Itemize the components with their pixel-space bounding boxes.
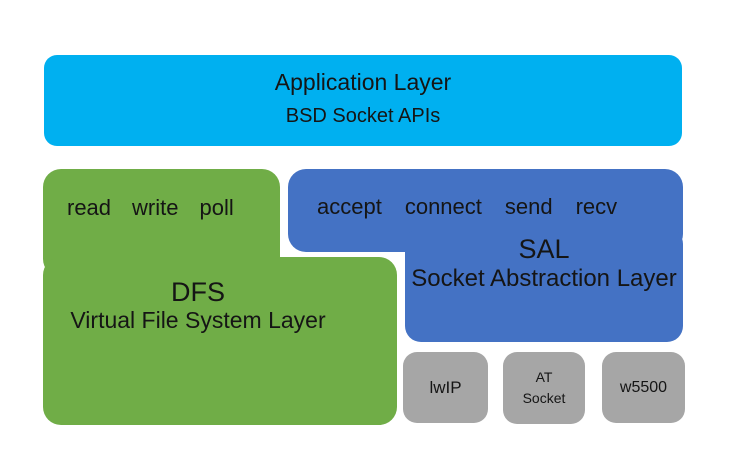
stack-label-at-socket: AT Socket — [522, 369, 566, 406]
api-label-accept: accept — [317, 194, 382, 219]
sal-layer-title: SAL — [518, 234, 570, 264]
dfs-layer-subtitle: Virtual File System Layer — [70, 307, 326, 333]
dfs-title-block: DFS Virtual File System Layer — [43, 278, 353, 334]
sal-api-row: accept connect send recv — [317, 195, 617, 218]
api-label-send: send — [504, 194, 553, 219]
stack-label-lwip: lwIP — [429, 378, 462, 397]
api-label-recv: recv — [575, 194, 618, 219]
dfs-api-row: read write poll — [67, 196, 234, 219]
api-label-read: read — [67, 195, 112, 220]
stack-box-at-socket: AT Socket — [503, 352, 585, 424]
api-label-connect: connect — [404, 194, 482, 219]
sal-layer-shape-bottom — [405, 228, 683, 342]
sal-layer-subtitle: Socket Abstraction Layer — [411, 265, 677, 292]
stack-box-w5500: w5500 — [602, 352, 685, 423]
dfs-layer-title: DFS — [171, 277, 225, 307]
dfs-layer-shape-bottom — [43, 257, 397, 425]
application-layer-box: Application Layer BSD Socket APIs — [44, 55, 682, 146]
sal-title-block: SAL Socket Abstraction Layer — [405, 234, 683, 294]
api-label-write: write — [132, 195, 179, 220]
stack-label-w5500: w5500 — [619, 379, 668, 396]
api-label-poll: poll — [199, 195, 234, 220]
application-layer-title: Application Layer — [274, 69, 452, 95]
bsd-socket-apis-subtitle: BSD Socket APIs — [285, 105, 441, 127]
stack-box-lwip: lwIP — [403, 352, 488, 423]
